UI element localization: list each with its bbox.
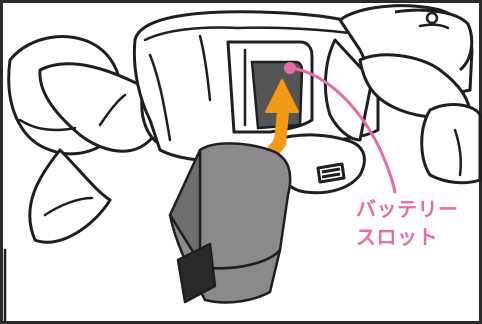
callout-target-dot [284, 62, 296, 74]
battery-pack [168, 142, 292, 304]
robot-dog-body-details [143, 26, 374, 142]
battery-slot-label-line1: バッテリー [356, 197, 459, 221]
battery-slot-label: バッテリー スロット [356, 195, 459, 251]
callout-leader [290, 66, 397, 194]
robot-dog-head-right [324, 4, 482, 185]
robot-dog-leg-details [3, 93, 127, 324]
robot-dog-head-details [418, 11, 463, 177]
slot-cover [273, 133, 366, 195]
battery-slot-label-line2: スロット [356, 225, 438, 249]
